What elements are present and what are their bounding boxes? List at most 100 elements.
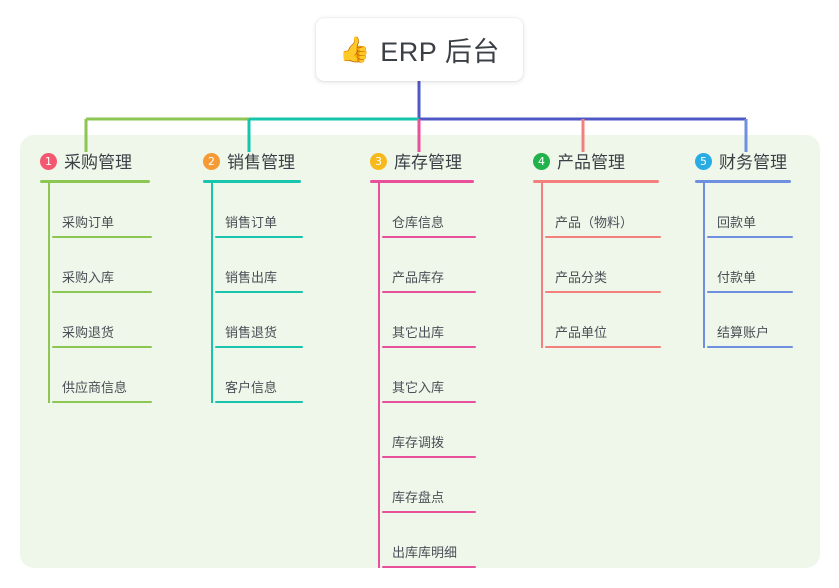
column-2: 2 销售管理销售订单销售出库销售退货客户信息 [203,144,353,403]
subitem-list: 回款单付款单结算账户 [695,183,817,348]
subitem-label: 付款单 [717,270,757,285]
subitem[interactable]: 库存盘点 [382,458,520,513]
subitem-underline [215,291,303,293]
subitem-underline [382,511,476,513]
subitem[interactable]: 回款单 [707,183,817,238]
subitem[interactable]: 产品分类 [545,238,685,293]
subitem-underline [382,291,476,293]
column-1: 1 采购管理采购订单采购入库采购退货供应商信息 [40,144,190,403]
subitem[interactable]: 销售订单 [215,183,353,238]
category-header-4[interactable]: 4 产品管理 [533,144,685,176]
subitem-underline [545,346,661,348]
subitem-label: 产品（物料） [555,215,634,230]
category-header-3[interactable]: 3 库存管理 [370,144,520,176]
subitem[interactable]: 产品（物料） [545,183,685,238]
category-number-badge: 3 [370,152,387,170]
subitem-underline [545,291,661,293]
subitem-label: 产品库存 [392,270,445,285]
subitem-label: 采购退货 [62,325,115,340]
category-underline [533,180,659,183]
subitem-underline [215,401,303,403]
category-header-5[interactable]: 5 财务管理 [695,144,817,176]
category-number-badge: 5 [695,152,712,170]
subitem[interactable]: 结算账户 [707,293,817,348]
category-underline [40,180,150,183]
subitem-spine [703,183,705,348]
subitem-underline [707,236,793,238]
thumbs-up-icon: 👍 [339,36,371,64]
root-node-erp-backend[interactable]: 👍 ERP 后台 [316,18,523,81]
subitem[interactable]: 库存调拨 [382,403,520,458]
subitem-label: 产品单位 [555,325,608,340]
subitem-spine [378,183,380,568]
subitem[interactable]: 销售出库 [215,238,353,293]
category-header-2[interactable]: 2 销售管理 [203,144,353,176]
subitem-label: 其它出库 [392,325,445,340]
subitem-list: 产品（物料） 产品分类产品单位 [533,183,685,348]
column-4: 4 产品管理产品（物料） 产品分类产品单位 [533,144,685,348]
subitem[interactable]: 仓库信息 [382,183,520,238]
subitem-label: 供应商信息 [62,380,128,395]
subitem-underline [382,346,476,348]
subitem[interactable]: 销售退货 [215,293,353,348]
page-title: ERP 后台 [380,37,500,67]
subitem-underline [382,566,476,568]
subitem[interactable]: 出库库明细 [382,513,520,568]
category-number-badge: 1 [40,152,57,170]
content-panel [20,135,820,568]
subitem-label: 回款单 [717,215,757,230]
subitem-label: 出库库明细 [392,545,458,560]
category-header-1[interactable]: 1 采购管理 [40,144,190,176]
category-underline [695,180,791,183]
subitem-label: 销售订单 [225,215,278,230]
subitem-underline [52,401,152,403]
subitem[interactable]: 付款单 [707,238,817,293]
subitem-underline [52,291,152,293]
column-5: 5 财务管理回款单付款单结算账户 [695,144,817,348]
subitem-underline [382,236,476,238]
subitem-underline [52,346,152,348]
subitem-label: 销售退货 [225,325,278,340]
subitem[interactable]: 客户信息 [215,348,353,403]
subitem[interactable]: 采购订单 [52,183,190,238]
subitem-spine [541,183,543,348]
subitem[interactable]: 采购入库 [52,238,190,293]
category-title: 销售管理 [227,152,295,172]
category-underline [203,180,301,183]
subitem[interactable]: 产品库存 [382,238,520,293]
subitem-list: 销售订单销售出库销售退货客户信息 [203,183,353,403]
category-title: 财务管理 [719,152,787,172]
subitem-label: 采购订单 [62,215,115,230]
category-underline [370,180,474,183]
column-3: 3 库存管理仓库信息产品库存其它出库其它入库库存调拨库存盘点出库库明细 [370,144,520,568]
subitem-label: 库存盘点 [392,490,445,505]
subitem-underline [545,236,661,238]
subitem-underline [707,291,793,293]
category-title: 采购管理 [64,152,132,172]
subitem-underline [52,236,152,238]
subitem-label: 采购入库 [62,270,115,285]
subitem[interactable]: 供应商信息 [52,348,190,403]
subitem-underline [215,236,303,238]
subitem[interactable]: 其它出库 [382,293,520,348]
subitem[interactable]: 产品单位 [545,293,685,348]
category-number-badge: 4 [533,152,550,170]
subitem-underline [382,401,476,403]
subitem-label: 销售出库 [225,270,278,285]
subitem-label: 其它入库 [392,380,445,395]
category-number-badge: 2 [203,152,220,170]
category-title: 库存管理 [394,152,462,172]
subitem-label: 客户信息 [225,380,278,395]
category-title: 产品管理 [557,152,625,172]
subitem-label: 仓库信息 [392,215,445,230]
subitem-underline [215,346,303,348]
subitem-spine [48,183,50,403]
subitem-label: 结算账户 [717,325,770,340]
subitem-spine [211,183,213,403]
subitem-label: 库存调拨 [392,435,445,450]
subitem[interactable]: 其它入库 [382,348,520,403]
subitem[interactable]: 采购退货 [52,293,190,348]
subitem-underline [382,456,476,458]
subitem-label: 产品分类 [555,270,608,285]
